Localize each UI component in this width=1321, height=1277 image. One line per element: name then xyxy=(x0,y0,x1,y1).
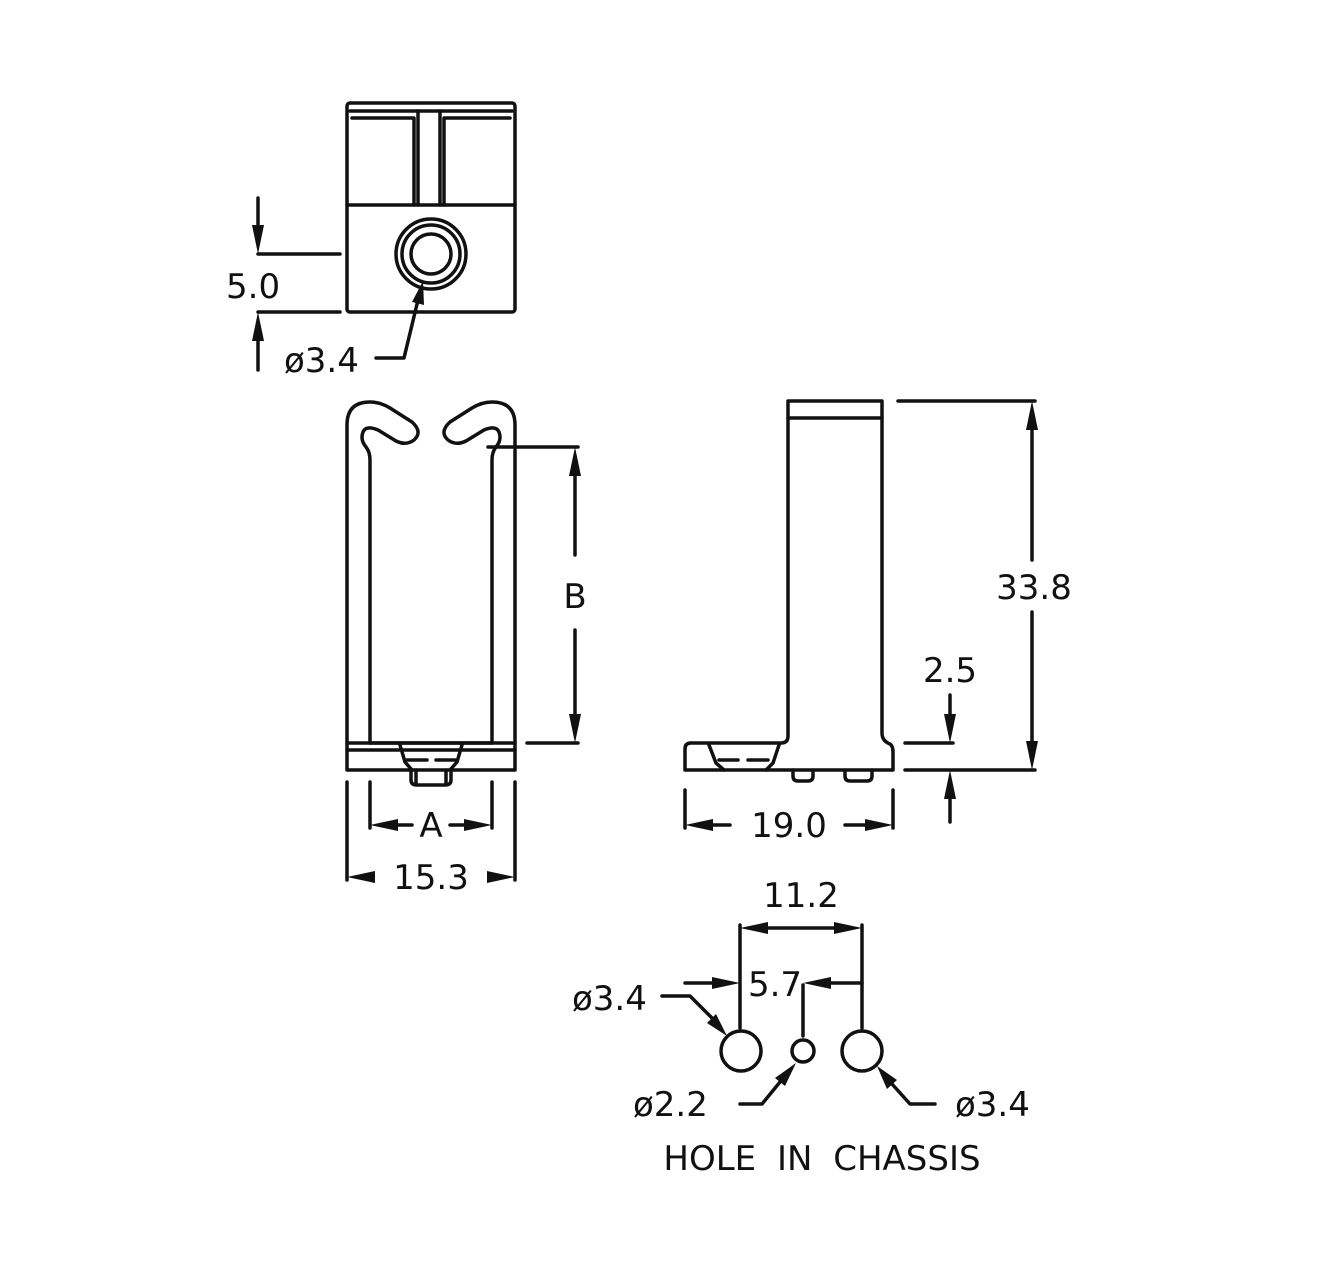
hole-right xyxy=(840,1029,884,1073)
dim-side-length: 19.0 xyxy=(751,806,827,846)
label-hole-center: ø2.2 xyxy=(633,1085,708,1125)
label-hole-left: ø3.4 xyxy=(572,979,647,1019)
side-view: 33.8 2.5 19.0 xyxy=(683,399,1072,846)
top-view: 5.0 ø3.4 xyxy=(226,101,517,381)
dim-b: B xyxy=(563,577,586,617)
hole-left xyxy=(719,1029,763,1073)
caption-hole-in-chassis: HOLE IN CHASSIS xyxy=(663,1139,980,1179)
dim-hole-offset: 5.7 xyxy=(748,965,802,1005)
dim-hole-spacing: 11.2 xyxy=(763,876,839,916)
dim-base-height: 2.5 xyxy=(923,651,977,691)
hole-center xyxy=(790,1038,816,1064)
dim-a: A xyxy=(419,806,442,846)
hole-pattern: 11.2 5.7 ø3.4 ø2.2 ø3.4 HOLE IN CHASSIS xyxy=(572,876,1030,1179)
dim-front-width: 15.3 xyxy=(393,858,469,898)
dim-top-height: 5.0 xyxy=(226,267,280,307)
label-hole-right: ø3.4 xyxy=(955,1085,1030,1125)
front-view: B A 15.3 xyxy=(345,400,587,898)
dim-side-height: 33.8 xyxy=(996,568,1072,608)
dim-top-hole: ø3.4 xyxy=(284,341,359,381)
